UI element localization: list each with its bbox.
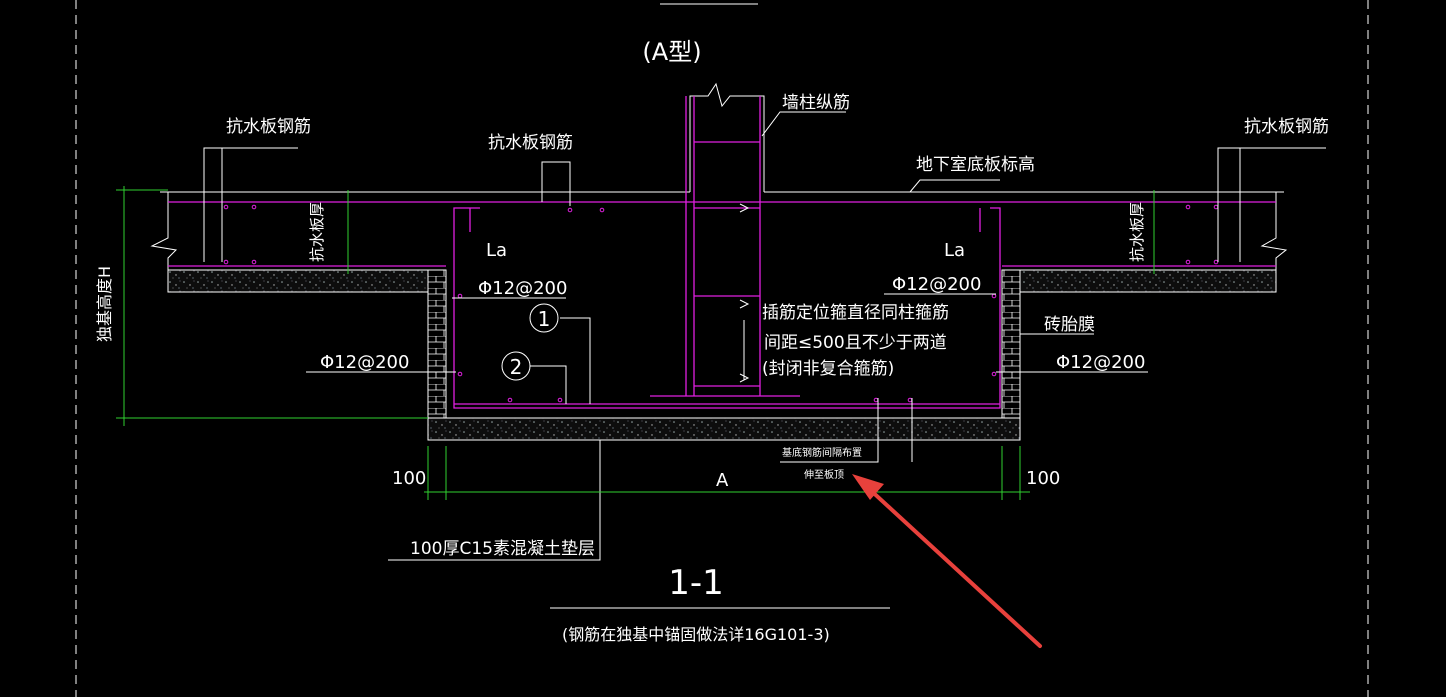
small-note-1: 基底钢筋间隔布置 — [782, 446, 862, 459]
foundation-rebar-cage — [453, 207, 1001, 409]
column-stirrups — [694, 141, 760, 387]
type-label: (A型) — [642, 38, 701, 66]
anti-slab-rebar-left-label: 抗水板钢筋 — [226, 117, 311, 137]
height-label: 独基高度H — [95, 266, 114, 342]
stirrup-note-1: 插筋定位箍直径同柱箍筋 — [762, 303, 949, 323]
cushion-slab-right — [1019, 269, 1277, 293]
la-right-label: La — [944, 240, 965, 261]
column-outline — [689, 82, 765, 192]
cushion-label: 100厚C15素混凝土垫层 — [410, 539, 595, 559]
anti-slab-rebar-mid-label: 抗水板钢筋 — [488, 133, 573, 153]
dim-left-label: 100 — [392, 468, 426, 489]
marker-1-text: 1 — [538, 307, 551, 331]
marker-circle-1 — [529, 303, 559, 333]
rebar-side-left-label: Φ12@200 — [320, 352, 409, 373]
rebar-side-right-label: Φ12@200 — [1056, 352, 1145, 373]
la-left-label: La — [486, 240, 507, 261]
cushion-slab-left — [167, 269, 429, 293]
marker-2-text: 2 — [510, 355, 523, 379]
section-title: 1-1 — [668, 563, 724, 603]
section-note: (钢筋在独基中锚固做法详16G101-3) — [562, 625, 830, 644]
small-note-2: 伸至板顶 — [804, 468, 844, 481]
stirrup-note-2: 间距≤500且不少于两道 — [764, 333, 947, 353]
slab-break-right — [1260, 192, 1288, 292]
dim-mid-label: A — [716, 470, 729, 491]
anti-slab-rebar-right-label: 抗水板钢筋 — [1244, 117, 1329, 137]
slab-break-left — [150, 192, 178, 292]
rebar-top-left-label: Φ12@200 — [478, 278, 567, 299]
rebar-top-right-label: Φ12@200 — [892, 274, 981, 295]
dimension-lines — [116, 186, 1155, 500]
col-rebar-label: 墙柱纵筋 — [782, 93, 850, 113]
leader-arrows — [739, 203, 750, 383]
leader-lines — [203, 111, 1326, 561]
brick-mold-right — [1001, 269, 1021, 419]
slab-thk-left-label: 抗水板厚 — [308, 202, 326, 262]
stirrup-note-3: (封闭非复合箍筋) — [762, 359, 894, 379]
cushion-foundation — [427, 417, 1021, 441]
basement-floor-elev-label: 地下室底板标高 — [916, 155, 1035, 175]
slab-thk-right-label: 抗水板厚 — [1128, 202, 1146, 262]
brick-mold-label: 砖胎膜 — [1044, 315, 1095, 335]
brick-mold-left — [427, 269, 447, 419]
marker-circle-2 — [501, 351, 531, 381]
dim-right-label: 100 — [1026, 468, 1060, 489]
red-arrow — [852, 474, 1042, 648]
